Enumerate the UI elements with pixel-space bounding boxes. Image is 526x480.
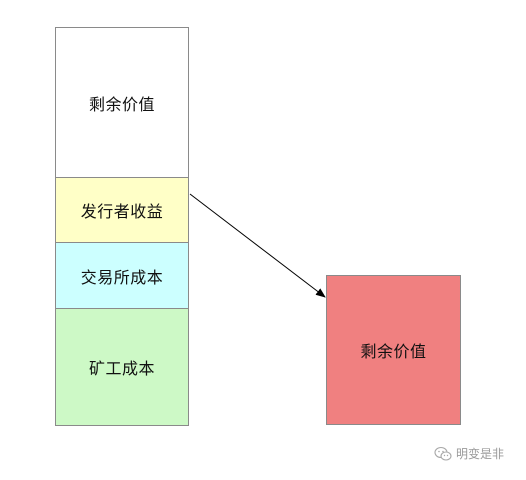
- stack-block-miner-cost: 矿工成本: [55, 308, 189, 426]
- watermark-text: 明变是非: [455, 447, 504, 461]
- stack-label-miner-cost: 矿工成本: [88, 359, 155, 378]
- stack-block-remaining-value: 剩余价值: [55, 27, 189, 178]
- wechat-icon: [434, 446, 452, 461]
- result-block-remaining-value: 剩余价值: [326, 275, 461, 425]
- stack-label-exchange-cost: 交易所成本: [80, 267, 164, 287]
- watermark: 明变是非: [434, 445, 504, 462]
- stack-block-exchange-cost: 交易所成本: [55, 242, 189, 309]
- result-label-remaining-value: 剩余价值: [360, 342, 427, 361]
- stack-label-remaining-value: 剩余价值: [88, 94, 155, 114]
- stack-block-issuer-revenue: 发行者收益: [55, 177, 189, 243]
- stack-label-issuer-revenue: 发行者收益: [80, 202, 164, 221]
- arrow-line: [189, 193, 326, 298]
